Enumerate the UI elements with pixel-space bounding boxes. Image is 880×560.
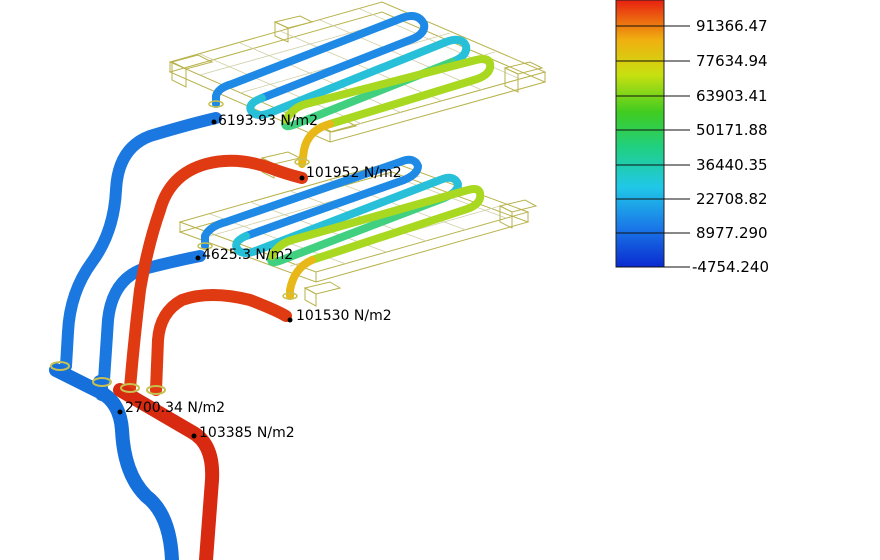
probe-label: 101952 N/m2 [306,165,402,181]
probe-label: 2700.34 N/m2 [125,400,225,416]
probe-label: 103385 N/m2 [199,425,295,441]
outlet-manifold [113,154,308,560]
legend-tick-label: 8977.290 [696,224,768,242]
probe-point: 4625.3 N/m2 [195,247,293,263]
probe-label: 101530 N/m2 [296,308,392,324]
legend-ticks [616,25,690,268]
legend-tick-label: -4754.240 [692,258,769,276]
legend-tick-label: 22708.82 [696,190,768,208]
probe-point: 103385 N/m2 [191,425,295,441]
probe-point: 101530 N/m2 [287,308,392,324]
upper-serpentine-channel [212,12,495,168]
probe-label: 4625.3 N/m2 [202,247,293,263]
probe-point: 101952 N/m2 [299,165,402,181]
legend-tick-label: 91366.47 [696,17,768,35]
legend-tick-label: 77634.94 [696,52,768,70]
legend-color-bar [615,0,665,268]
lower-serpentine-channel [201,155,485,300]
probe-label: 6193.93 N/m2 [218,113,318,129]
pipe-connectors [50,100,310,395]
legend-tick-label: 36440.35 [696,156,768,174]
legend-tick-label: 50171.88 [696,121,768,139]
probe-point: 6193.93 N/m2 [211,113,318,129]
color-legend: 91366.47 77634.94 63903.41 50171.88 3644… [615,0,769,276]
probe-point: 2700.34 N/m2 [117,400,225,416]
legend-tick-label: 63903.41 [696,87,768,105]
